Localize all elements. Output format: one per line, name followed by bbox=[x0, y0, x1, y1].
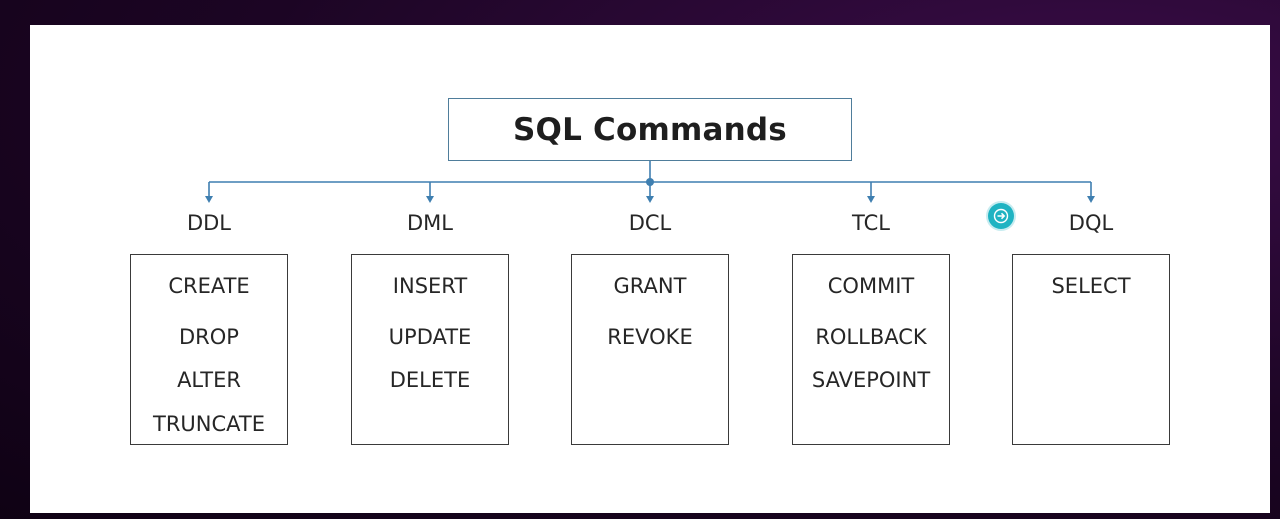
category-label-tcl: TCL bbox=[852, 211, 890, 235]
command-box-dql: SELECT bbox=[1012, 254, 1170, 445]
command-item: SELECT bbox=[1051, 274, 1131, 298]
command-item: COMMIT bbox=[827, 274, 915, 298]
command-item: DROP bbox=[179, 324, 239, 349]
command-item: UPDATE bbox=[388, 324, 472, 349]
diagram-title-text: SQL Commands bbox=[513, 111, 787, 148]
category-label-dql: DQL bbox=[1068, 211, 1114, 235]
category-label-dcl: DCL bbox=[628, 211, 672, 235]
command-item: TRUNCATE bbox=[153, 411, 265, 436]
arrow-right-circle-icon bbox=[988, 203, 1014, 229]
command-item: GRANT bbox=[613, 274, 687, 298]
command-item: INSERT bbox=[392, 274, 468, 298]
command-box-dml: INSERT UPDATE DELETE bbox=[351, 254, 509, 445]
arrow-right-glyph bbox=[993, 208, 1009, 224]
category-label-ddl: DDL bbox=[186, 211, 232, 235]
command-item: DELETE bbox=[389, 368, 471, 392]
command-box-tcl: COMMIT ROLLBACK SAVEPOINT bbox=[792, 254, 950, 445]
category-label-dml: DML bbox=[407, 211, 453, 235]
command-item: REVOKE bbox=[607, 324, 693, 349]
command-item: CREATE bbox=[168, 274, 250, 298]
command-box-ddl: CREATE DROP ALTER TRUNCATE bbox=[130, 254, 288, 445]
command-item: ROLLBACK bbox=[815, 324, 927, 349]
command-item: ALTER bbox=[177, 368, 241, 392]
command-box-dcl: GRANT REVOKE bbox=[571, 254, 729, 445]
command-item: SAVEPOINT bbox=[811, 368, 931, 392]
diagram-title: SQL Commands bbox=[448, 98, 852, 161]
